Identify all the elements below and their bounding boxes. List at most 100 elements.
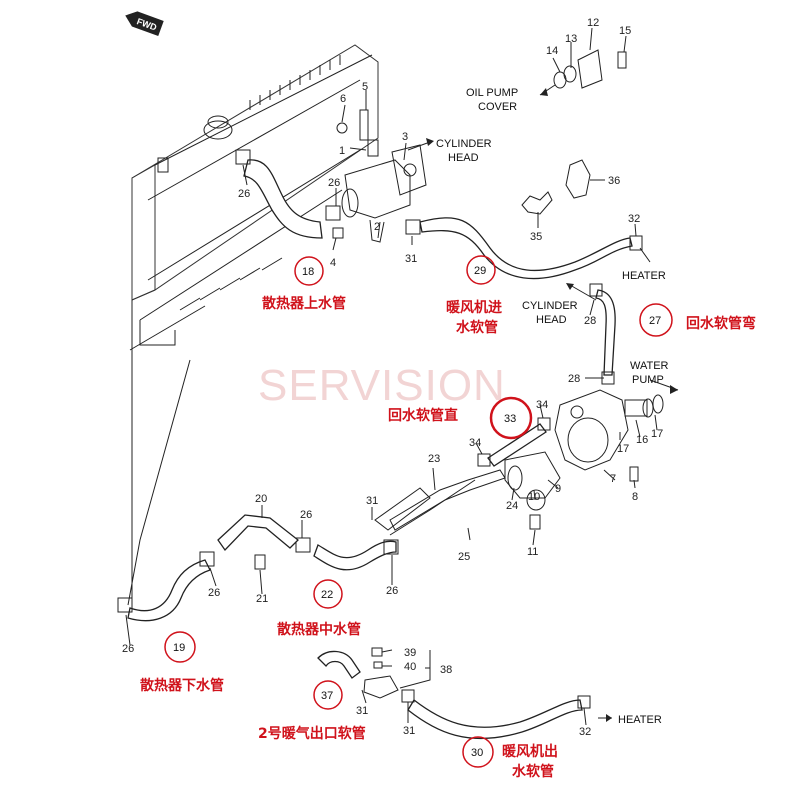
part-number: 31 — [405, 253, 417, 265]
part-number: 34 — [536, 399, 548, 411]
water-inlet-pipe-assembly — [374, 451, 561, 536]
water-outlet-assembly — [332, 109, 427, 243]
part-number: 31 — [403, 725, 415, 737]
hose-22 — [313, 540, 397, 571]
part-number: 35 — [530, 231, 542, 243]
label-18-name: 散热器上水管 — [262, 295, 346, 312]
part-number: 8 — [632, 491, 638, 503]
highlight-33: 33 — [489, 396, 533, 440]
clip-36 — [565, 159, 591, 199]
pipe-20 — [217, 514, 299, 552]
svg-text:19: 19 — [173, 642, 185, 654]
cylinder-head-mid-label-2: HEAD — [536, 314, 567, 326]
part-number: 20 — [255, 493, 267, 505]
part-number: 26 — [238, 188, 250, 200]
part-number: 26 — [300, 509, 312, 521]
part-number-labels: 12 13 14 15 6 5 1 3 2 4 26 26 31 32 35 3… — [122, 17, 663, 738]
water-pump-label-2: PUMP — [632, 374, 664, 386]
hose-19 — [127, 559, 211, 622]
highlight-22: 22 — [313, 579, 343, 609]
highlight-30: 30 — [462, 736, 494, 768]
part-number: 31 — [356, 705, 368, 717]
highlight-18: 18 — [294, 256, 324, 286]
part-number: 15 — [619, 25, 631, 37]
part-number: 17 — [617, 443, 629, 455]
part-number: 32 — [579, 726, 591, 738]
label-29-name-line1: 暖风机进 — [446, 299, 502, 316]
highlight-37: 37 — [313, 680, 343, 710]
part-number: 36 — [608, 175, 620, 187]
highlight-29: 29 — [466, 255, 496, 285]
hose-37 — [317, 650, 361, 679]
part-number: 6 — [340, 93, 346, 105]
part-number: 31 — [366, 495, 378, 507]
heater-bottom-label: HEATER — [618, 714, 662, 726]
hose-27 — [595, 289, 616, 376]
part-number: 17 — [651, 428, 663, 440]
svg-text:37: 37 — [321, 690, 333, 702]
leader-lines — [125, 27, 658, 726]
part-number: 1 — [339, 145, 345, 157]
cylinder-head-mid-label-1: CYLINDER — [522, 300, 578, 312]
svg-text:27: 27 — [649, 315, 661, 327]
fwd-arrow-icon: FWD — [125, 11, 164, 37]
part-number: 3 — [402, 131, 408, 143]
part-number: 4 — [330, 257, 336, 269]
hose-30 — [407, 699, 583, 740]
water-pump-assembly — [554, 379, 679, 482]
part-number: 26 — [386, 585, 398, 597]
label-30-name-line2: 水软管 — [512, 763, 554, 780]
heater-top-label: HEATER — [622, 270, 666, 282]
part-number: 26 — [328, 177, 340, 189]
clip-35 — [521, 191, 553, 215]
label-33-name: 回水软管直 — [388, 407, 458, 424]
part-number: 16 — [636, 434, 648, 446]
svg-text:18: 18 — [302, 266, 314, 278]
hose-18 — [243, 159, 323, 239]
highlight-27: 27 — [639, 303, 673, 337]
part-number: 21 — [256, 593, 268, 605]
part-number: 34 — [469, 437, 481, 449]
label-22-name: 散热器中水管 — [277, 621, 361, 638]
radiator-drawing — [127, 44, 379, 606]
part-number: 2 — [374, 221, 380, 233]
water-pump-label-1: WATER — [630, 360, 669, 372]
svg-text:22: 22 — [321, 589, 333, 601]
part-number: 32 — [628, 213, 640, 225]
label-27-name: 回水软管弯 — [686, 315, 756, 332]
part-number: 24 — [506, 500, 518, 512]
watermark: SERVISION — [258, 361, 506, 410]
hose-29 — [419, 217, 633, 280]
label-29-name-line2: 水软管 — [456, 319, 498, 336]
part-number: 25 — [458, 551, 470, 563]
cylinder-head-top-label-1: CYLINDER — [436, 138, 492, 150]
part-number: 40 — [404, 661, 416, 673]
part-number: 23 — [428, 453, 440, 465]
union-38 — [363, 647, 399, 699]
part-number: 12 — [587, 17, 599, 29]
part-number: 14 — [546, 45, 558, 57]
oil-pump-cover-label-2: COVER — [478, 101, 517, 113]
svg-text:33: 33 — [504, 413, 516, 425]
label-30-name-line1: 暖风机出 — [502, 743, 558, 760]
part-number: 11 — [527, 546, 538, 558]
part-number: 7 — [610, 473, 616, 485]
label-19-name: 散热器下水管 — [140, 677, 224, 694]
part-number: 26 — [122, 643, 134, 655]
svg-text:30: 30 — [471, 747, 483, 759]
part-number: 28 — [568, 373, 580, 385]
part-number: 10 — [528, 491, 540, 503]
part-number: 9 — [555, 483, 561, 495]
part-number: 26 — [208, 587, 220, 599]
cylinder-head-top-label-2: HEAD — [448, 152, 479, 164]
label-37-name: 2号暖气出口软管 — [258, 725, 366, 742]
part-number: 39 — [404, 647, 416, 659]
highlight-19: 19 — [164, 631, 196, 663]
part-number: 28 — [584, 315, 596, 327]
part-number: 13 — [565, 33, 577, 45]
part-number: 5 — [362, 81, 368, 93]
oil-pump-cover-label-1: OIL PUMP — [466, 87, 518, 99]
svg-text:29: 29 — [474, 265, 486, 277]
oil-pump-cover-parts — [539, 49, 627, 96]
